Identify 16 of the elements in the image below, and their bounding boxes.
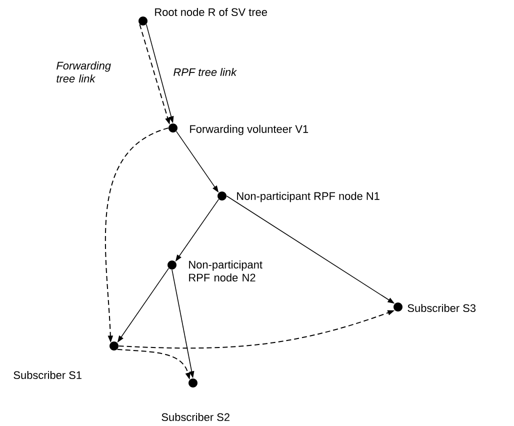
node-label: Subscriber S3 (408, 304, 476, 312)
node-label: Forwarding volunteer V1 (190, 124, 308, 136)
link-label: RPF tree link (174, 68, 237, 76)
node-label: Subscriber S1 (14, 370, 82, 380)
node-label: Non-participant RPF node N1 (237, 192, 380, 202)
dot (218, 192, 226, 200)
dot (188, 378, 198, 388)
link-label: Forwarding tree link (56, 62, 111, 82)
dot (168, 260, 176, 270)
dot (168, 124, 178, 132)
node-label: Root node R of SV tree (155, 8, 267, 16)
node-label: Non-participant RPF node N2 (189, 260, 262, 282)
dot (394, 302, 402, 312)
node-label: Subscriber S2 (162, 412, 230, 422)
dot (138, 16, 148, 26)
dot (110, 342, 118, 350)
